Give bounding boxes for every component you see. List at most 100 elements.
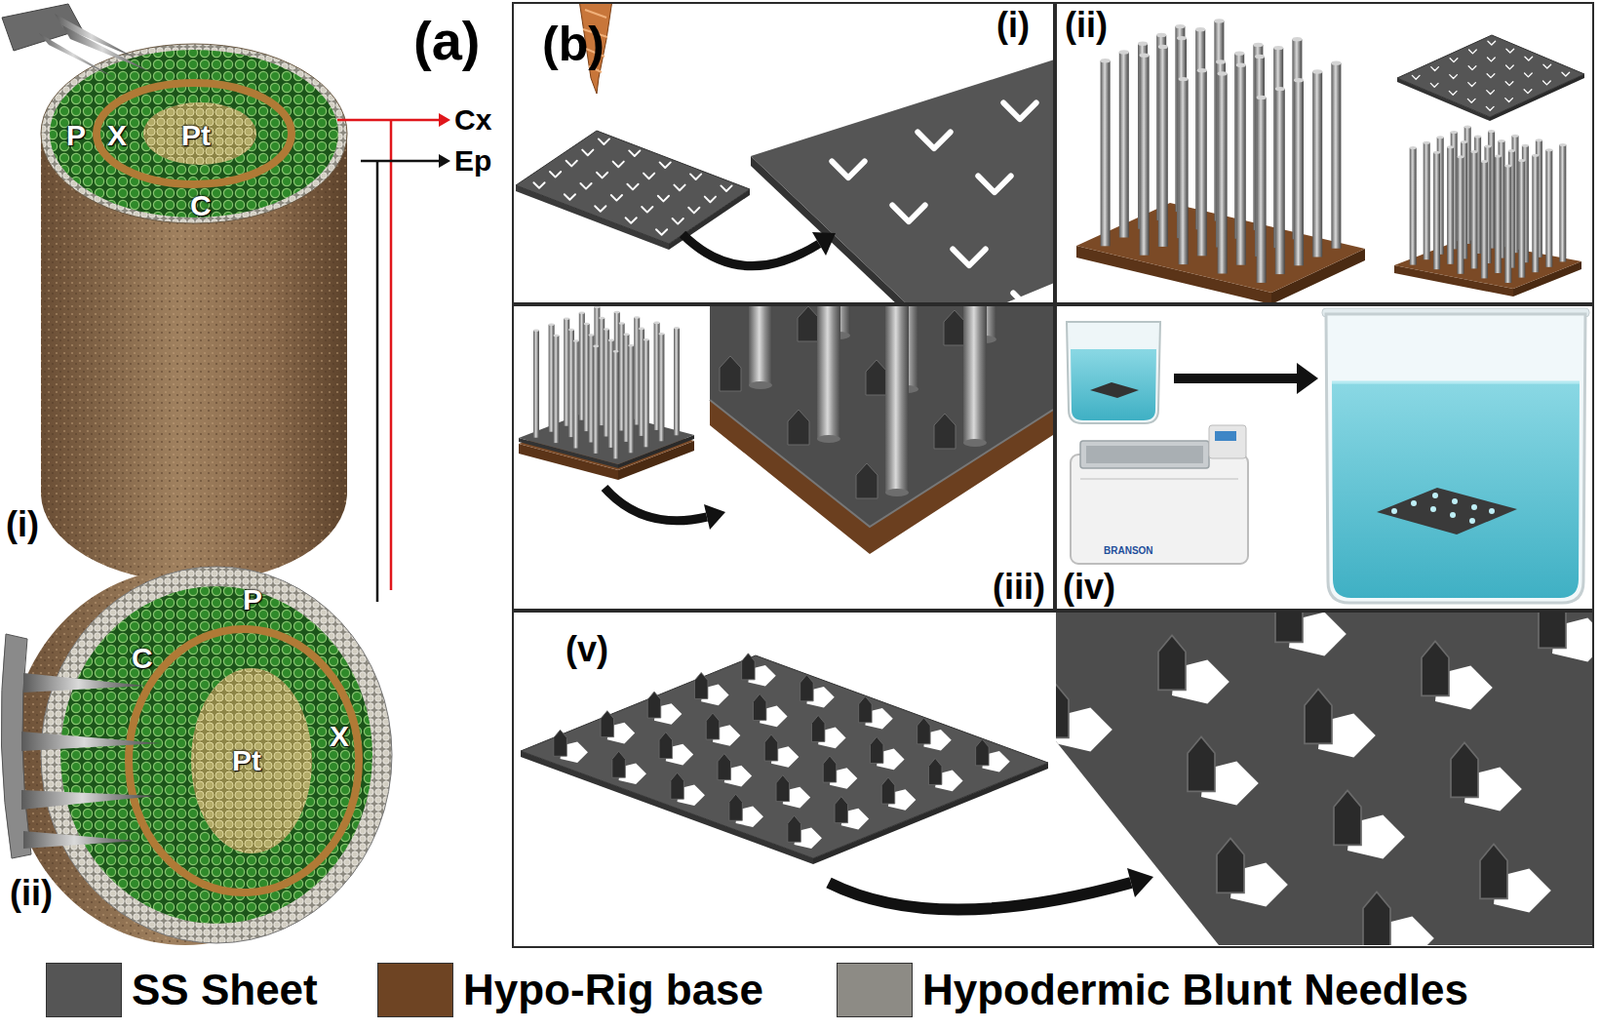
leader-lines bbox=[337, 113, 451, 602]
hypo-rig bbox=[1397, 35, 1585, 118]
finished-microneedle-sheet bbox=[520, 539, 1600, 960]
finished-microneedle-sheet bbox=[1055, 612, 1593, 945]
ultrasonic-cleaning bbox=[1173, 373, 1297, 384]
panel-label: (v) bbox=[565, 631, 609, 667]
leader-lines bbox=[438, 113, 451, 127]
microneedle-applicator bbox=[1, 3, 152, 79]
fiber-cross-section bbox=[60, 585, 373, 924]
panel-label: (b) bbox=[542, 19, 605, 69]
panel-frame: (ii) bbox=[1054, 1, 1595, 305]
ultrasonic-cleaning bbox=[1080, 477, 1239, 480]
sheet-on-rig bbox=[709, 306, 1054, 527]
finished-microneedle-sheet bbox=[520, 655, 1049, 859]
sheet-on-rig bbox=[817, 306, 841, 439]
legend-swatch bbox=[45, 962, 122, 1017]
panel-frame: (iv) bbox=[1054, 304, 1595, 611]
hypo-rig bbox=[1449, 58, 1532, 94]
ultrasonic-cleaning bbox=[1086, 445, 1204, 464]
ultrasonic-cleaning bbox=[1066, 321, 1161, 424]
laser-cut-sheet bbox=[582, 150, 716, 203]
finished-microneedle-sheet bbox=[1363, 891, 1435, 960]
sheet-on-rig bbox=[533, 328, 620, 459]
ultrasonic-cleaning bbox=[1066, 308, 1590, 603]
part-label: C bbox=[190, 191, 212, 221]
hypo-rig bbox=[1409, 146, 1513, 283]
sheet-on-rig bbox=[963, 438, 987, 447]
laser-cut-sheet bbox=[917, 131, 951, 149]
finished-microneedle-sheet bbox=[1187, 736, 1259, 805]
legend-swatch bbox=[836, 962, 913, 1017]
finished-microneedle-sheet bbox=[1158, 634, 1230, 703]
fiber-cross-section bbox=[191, 667, 313, 854]
finished-microneedle-sheet bbox=[1450, 741, 1522, 811]
sheet-on-rig bbox=[748, 381, 773, 390]
ultrasonic-cleaning bbox=[1296, 362, 1319, 394]
legend-item: SS Sheet bbox=[45, 962, 318, 1017]
hypo-rig bbox=[1487, 40, 1570, 77]
sheet-on-rig bbox=[719, 355, 742, 391]
laser-cut-sheet bbox=[750, 58, 1054, 303]
laser-cut-sheet bbox=[598, 138, 733, 192]
ultrasonic-cleaning bbox=[1090, 382, 1139, 398]
finished-microneedle-sheet bbox=[553, 729, 822, 849]
part-label: X bbox=[107, 120, 127, 151]
part-label: C bbox=[131, 643, 154, 673]
ultrasonic-cleaning bbox=[1070, 454, 1249, 564]
hypo-rig bbox=[1431, 67, 1514, 103]
finished-microneedle-sheet bbox=[1041, 682, 1113, 751]
panel-label: (i) bbox=[996, 7, 1030, 43]
ultrasonic-cleaning bbox=[1326, 313, 1586, 603]
panel-label: (ii) bbox=[1064, 7, 1108, 43]
fiber-cross-section bbox=[128, 628, 359, 893]
ultrasonic-cleaning bbox=[1430, 506, 1437, 512]
ultrasonic-cleaning bbox=[1410, 500, 1417, 507]
hypo-rig bbox=[1076, 18, 1585, 303]
sheet-on-rig bbox=[604, 487, 707, 521]
fiber-bundle-cylinder bbox=[96, 82, 292, 185]
laser-cut-sheet bbox=[1003, 102, 1037, 119]
finished-microneedle-sheet bbox=[1041, 539, 1600, 960]
hypo-rig bbox=[1469, 49, 1552, 85]
sheet-on-rig bbox=[709, 399, 1054, 527]
sheet-on-rig bbox=[703, 504, 726, 530]
ultrasonic-cleaning bbox=[1469, 517, 1476, 524]
part-label: Pt bbox=[232, 745, 262, 776]
finished-microneedle-sheet bbox=[1127, 867, 1154, 898]
part-label: BRANSON bbox=[1103, 546, 1154, 556]
sheet-on-rig bbox=[817, 434, 841, 443]
part-label: Ep bbox=[454, 146, 492, 176]
laser-cut-sheet bbox=[831, 160, 865, 178]
fiber-bundle-cylinder bbox=[40, 133, 348, 583]
sheet-on-rig bbox=[548, 322, 635, 453]
sheet-on-rig bbox=[865, 359, 888, 395]
leader-lines bbox=[438, 154, 451, 168]
fiber-bundle-cylinder bbox=[40, 43, 348, 583]
legend-text: SS Sheet bbox=[131, 968, 318, 1012]
ultrasonic-cleaning bbox=[1209, 425, 1247, 459]
laser-cut-sheet bbox=[1013, 292, 1047, 303]
panel-frame: (iii) bbox=[511, 304, 1055, 611]
part-label: X bbox=[329, 721, 350, 751]
leader-lines bbox=[390, 119, 393, 590]
sheet-on-rig bbox=[518, 306, 1054, 554]
sheet-on-rig bbox=[797, 306, 820, 342]
ultrasonic-cleaning bbox=[1331, 381, 1580, 385]
microneedle-applicator bbox=[39, 33, 116, 79]
microneedle-applicator bbox=[21, 731, 161, 751]
finished-microneedle-sheet bbox=[1538, 592, 1600, 662]
panel-frame: (b) (i) bbox=[511, 1, 1055, 305]
finished-microneedle-sheet bbox=[1275, 586, 1347, 656]
ultrasonic-cleaning bbox=[1080, 440, 1210, 469]
part-label: (ii) bbox=[9, 875, 53, 911]
sheet-on-rig bbox=[885, 488, 909, 497]
microneedle-applicator bbox=[23, 830, 137, 849]
ultrasonic-cleaning bbox=[1488, 507, 1495, 514]
ultrasonic-cleaning bbox=[1391, 507, 1398, 514]
panel-label: (iii) bbox=[992, 569, 1046, 605]
leader-lines bbox=[360, 159, 439, 163]
finished-microneedle-sheet bbox=[1216, 837, 1288, 906]
laser-cut-sheet bbox=[682, 234, 820, 267]
finished-microneedle-sheet bbox=[828, 882, 1132, 910]
part-label: P bbox=[66, 120, 86, 151]
part-label: (a) bbox=[413, 13, 480, 69]
